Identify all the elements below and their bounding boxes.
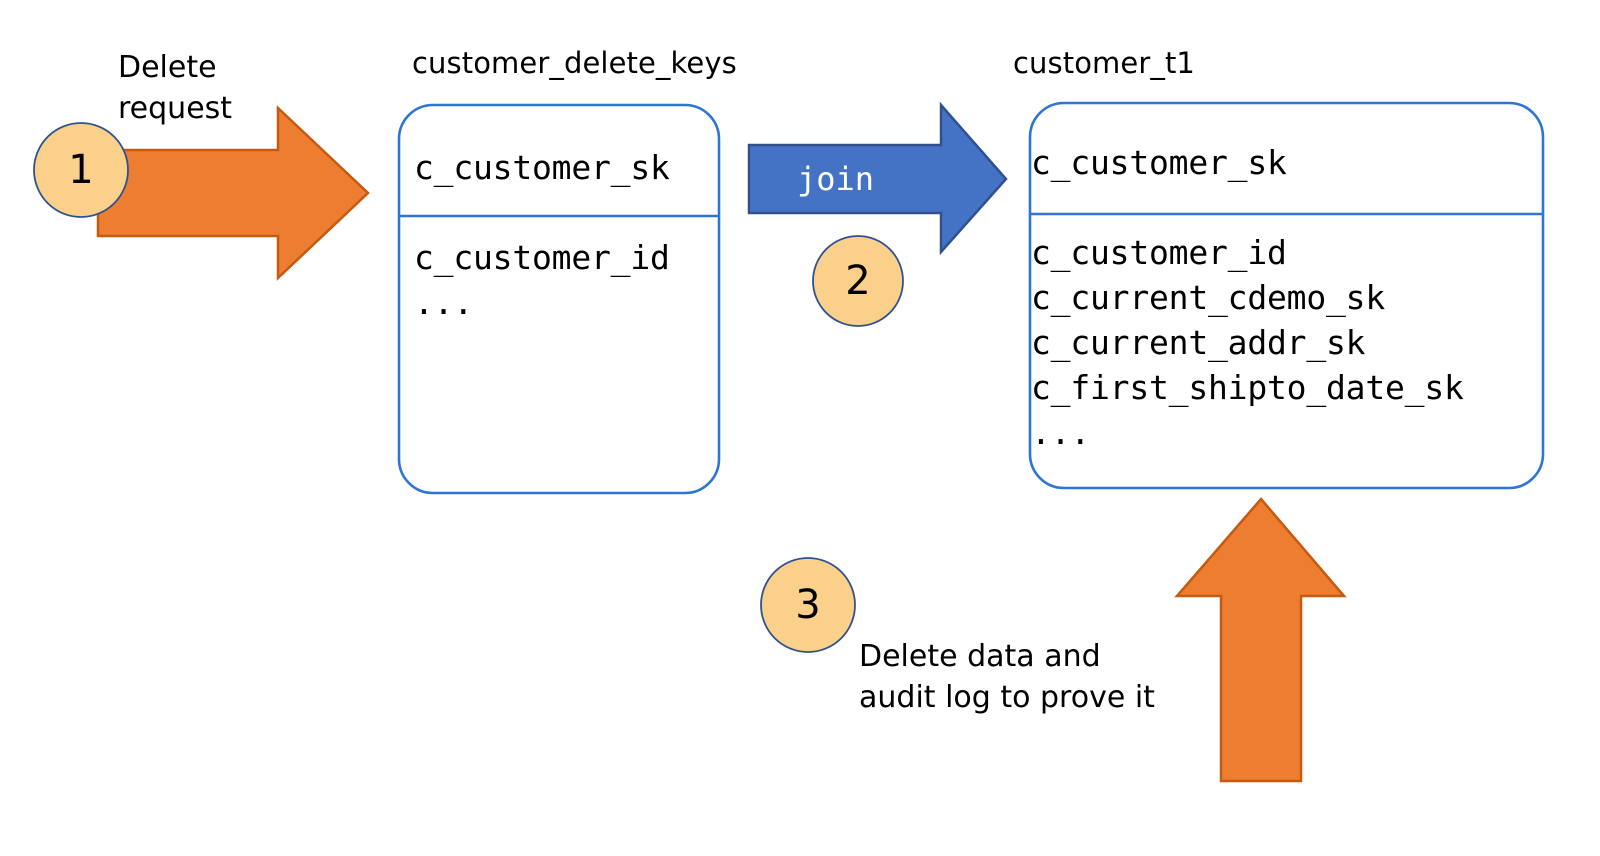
customer-t1-box bbox=[1028, 101, 1545, 490]
delete-audit-label: Delete data and audit log to prove it bbox=[859, 639, 1155, 715]
customer-delete-keys-box bbox=[397, 103, 721, 495]
step-badge-3-number: 3 bbox=[795, 582, 821, 628]
join-arrow-label: join bbox=[797, 160, 875, 198]
step-badge-1-number: 1 bbox=[68, 147, 94, 193]
delete-request-label: Delete request bbox=[118, 50, 233, 126]
join-arrow bbox=[747, 101, 1008, 256]
step-badge-2 bbox=[812, 235, 904, 327]
customer-delete-keys-columns: c_customer_id ... bbox=[414, 238, 670, 322]
delete-request-arrow bbox=[96, 105, 370, 281]
step-badge-3 bbox=[760, 557, 856, 653]
step-badge-2-number: 2 bbox=[845, 258, 871, 304]
delete-audit-arrow bbox=[1174, 497, 1347, 783]
customer-delete-keys-caption: customer_delete_keys bbox=[412, 46, 737, 80]
step-badge-1 bbox=[33, 122, 129, 218]
customer-delete-keys-key-column: c_customer_sk bbox=[414, 148, 670, 187]
customer-t1-key-column: c_customer_sk bbox=[1031, 143, 1287, 182]
customer-t1-caption: customer_t1 bbox=[1013, 46, 1195, 80]
customer-t1-columns: c_customer_id c_current_cdemo_sk c_curre… bbox=[1031, 233, 1464, 452]
